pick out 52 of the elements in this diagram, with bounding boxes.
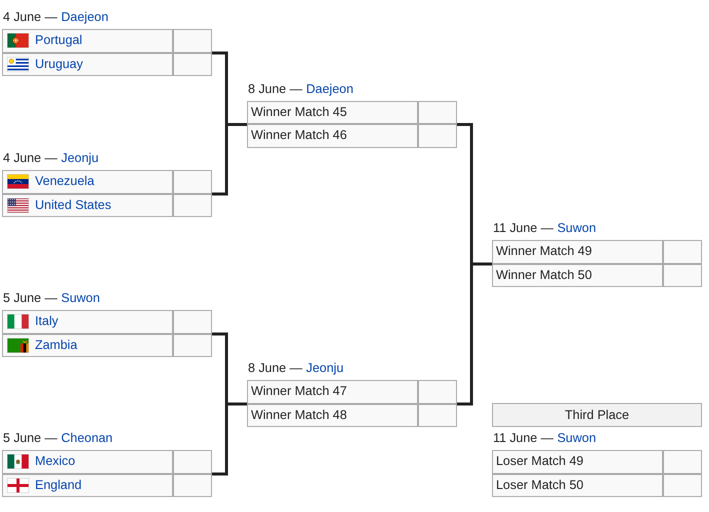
team-row bbox=[2, 29, 212, 52]
venue-link: Daejeon bbox=[306, 82, 354, 96]
match-date: 4 June — bbox=[3, 151, 58, 165]
team-row bbox=[247, 124, 457, 148]
team-name: Winner Match 46 bbox=[251, 127, 347, 144]
venue-link: Suwon bbox=[61, 291, 100, 305]
team-name: Winner Match 47 bbox=[251, 383, 347, 400]
team-link: Zambia bbox=[35, 336, 78, 354]
match-date: 8 June — bbox=[248, 361, 302, 375]
team-row bbox=[2, 450, 212, 474]
team-row bbox=[2, 310, 212, 334]
bracket-line bbox=[212, 123, 247, 196]
team-link: United States bbox=[35, 196, 112, 214]
team-row bbox=[247, 100, 457, 124]
match-date: 5 June — bbox=[3, 291, 58, 305]
team-row bbox=[2, 194, 212, 217]
venue-link: Suwon bbox=[557, 221, 596, 235]
team-row bbox=[2, 52, 212, 76]
match-date: 11 June — bbox=[493, 431, 554, 445]
team-row bbox=[2, 334, 212, 357]
match-date: 11 June — bbox=[493, 221, 554, 235]
team-link: Italy bbox=[35, 313, 58, 330]
match-date: 5 June — bbox=[3, 431, 58, 445]
match-date: 4 June — bbox=[3, 10, 58, 24]
team-row bbox=[492, 450, 702, 474]
team-name: Loser Match 49 bbox=[496, 453, 584, 470]
bracket-line bbox=[457, 262, 492, 406]
match-date: 8 June — bbox=[248, 82, 302, 96]
team-link: Mexico bbox=[35, 453, 76, 470]
team-name: Winner Match 49 bbox=[496, 243, 592, 260]
team-row bbox=[2, 170, 212, 194]
team-row bbox=[492, 474, 702, 497]
venue-link: Jeonju bbox=[306, 361, 344, 375]
venue-link: Suwon bbox=[557, 431, 596, 445]
bracket-line bbox=[212, 402, 247, 476]
team-row bbox=[492, 240, 702, 264]
venue-link: Daejeon bbox=[61, 10, 108, 24]
venue-link: Jeonju bbox=[61, 151, 98, 165]
team-link: Venezuela bbox=[35, 173, 94, 190]
team-name: Winner Match 45 bbox=[251, 104, 347, 120]
team-row bbox=[492, 264, 702, 287]
team-link: Uruguay bbox=[35, 56, 83, 72]
team-name: Winner Match 50 bbox=[496, 266, 592, 284]
team-row bbox=[247, 404, 457, 427]
team-name: Winner Match 48 bbox=[251, 406, 347, 424]
team-link: England bbox=[35, 476, 82, 494]
team-row bbox=[247, 380, 457, 404]
venue-link: Cheonan bbox=[61, 431, 113, 445]
team-row bbox=[2, 474, 212, 497]
round-heading: Third Place bbox=[492, 403, 702, 427]
team-name: Loser Match 50 bbox=[496, 476, 584, 494]
team-link: Portugal bbox=[35, 32, 82, 49]
